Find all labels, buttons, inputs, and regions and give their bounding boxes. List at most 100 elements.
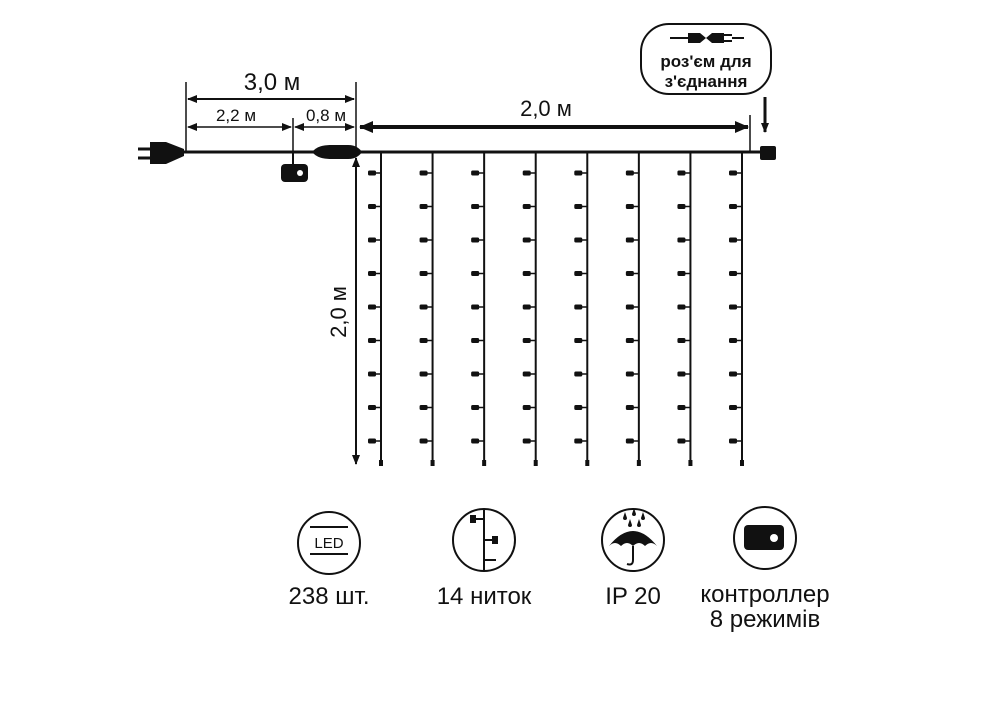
led-bulb — [368, 438, 376, 444]
strand-end-cap — [430, 460, 435, 466]
led-bulb — [419, 271, 428, 276]
led-bulb — [471, 405, 480, 410]
led-bulb — [368, 338, 376, 343]
led-bulb — [522, 204, 531, 209]
led-bulb — [574, 405, 583, 410]
callout-line-2: з'єднання — [665, 72, 748, 91]
feature-controller: контроллер 8 режимів — [700, 506, 830, 633]
led-bulb — [677, 304, 686, 310]
led-bulb — [419, 438, 428, 444]
led-bulb — [677, 338, 686, 343]
connector-callout: роз'єм для з'єднання — [640, 23, 772, 133]
dimension-label-lead-total: 3,0 м — [244, 69, 301, 96]
led-bulb — [522, 271, 531, 276]
strand-end-cap — [740, 460, 744, 466]
led-bulb — [419, 338, 428, 343]
dimension-label-lead-part-1: 2,2 м — [216, 106, 256, 125]
led-bulb — [574, 237, 583, 243]
led-bulb — [522, 338, 531, 343]
umbrella-rain-icon — [609, 508, 657, 566]
feature-led-badge: LED — [314, 535, 343, 552]
led-strands — [368, 152, 744, 466]
led-bulb — [368, 304, 376, 310]
led-bulb — [419, 204, 428, 209]
led-bulb — [625, 271, 634, 276]
feature-ip: IP 20 — [601, 508, 665, 610]
dimension-label-lead-part-2: 0,8 м — [306, 106, 346, 125]
end-connector-icon — [760, 146, 776, 160]
strand-end-cap — [585, 460, 590, 466]
led-bulb — [574, 438, 583, 444]
led-bulb — [471, 371, 480, 377]
led-bulb — [729, 371, 737, 377]
led-bulb — [471, 438, 480, 444]
dimension-curtain-width: 2,0 м — [359, 96, 751, 152]
led-bulb — [419, 304, 428, 310]
led-bulb — [625, 204, 634, 209]
led-bulb — [522, 304, 531, 310]
led-bulb — [471, 204, 480, 209]
led-bulb — [471, 338, 480, 343]
controller-box-icon — [281, 164, 308, 182]
power-lead — [138, 142, 776, 182]
led-bulb — [471, 271, 480, 276]
led-bulb — [677, 170, 686, 176]
dimension-label-curtain-width: 2,0 м — [520, 96, 572, 121]
led-bulb — [625, 338, 634, 343]
led-bulb — [574, 271, 583, 276]
led-bulb — [574, 304, 583, 310]
feature-controller-label-1: контроллер — [700, 581, 829, 608]
dimension-curtain-height: 2,0 м — [326, 157, 360, 465]
led-bulb — [522, 170, 531, 176]
led-bulb — [729, 338, 737, 343]
led-bulb — [471, 304, 480, 310]
led-bulb — [677, 204, 686, 209]
led-bulb — [729, 204, 737, 209]
led-bulb — [677, 405, 686, 410]
strand-end-cap — [379, 460, 383, 466]
feature-led: LED 238 шт. — [289, 511, 370, 610]
led-bulb — [368, 271, 376, 276]
led-bulb — [522, 405, 531, 410]
led-bulb — [729, 170, 737, 176]
led-bulb — [625, 371, 634, 377]
led-bulb — [368, 170, 376, 176]
led-bulb — [625, 438, 634, 444]
led-bulb — [368, 237, 376, 243]
led-bulb — [419, 170, 428, 176]
led-bulb — [368, 204, 376, 209]
led-bulb — [625, 170, 634, 176]
led-bulb — [522, 237, 531, 243]
strand-icon — [470, 509, 498, 571]
feature-led-label: 238 шт. — [289, 583, 370, 610]
strand-end-cap — [636, 460, 641, 466]
led-bulb — [574, 371, 583, 377]
inline-coupler-icon — [312, 145, 362, 159]
led-bulb — [368, 405, 376, 410]
dimension-label-curtain-height: 2,0 м — [326, 286, 351, 338]
led-bulb — [471, 170, 480, 176]
led-bulb — [729, 304, 737, 310]
led-bulb — [522, 438, 531, 444]
led-bulb — [677, 237, 686, 243]
led-bulb — [677, 438, 686, 444]
led-bulb — [522, 371, 531, 377]
led-bulb — [729, 237, 737, 243]
feature-strands-label: 14 ниток — [437, 583, 532, 610]
led-bulb — [625, 405, 634, 410]
led-bulb — [625, 237, 634, 243]
strand-end-cap — [482, 460, 487, 466]
plug-socket-icon — [670, 33, 744, 43]
callout-line-1: роз'єм для — [660, 52, 751, 71]
led-bulb — [729, 271, 737, 276]
feature-strands: 14 ниток — [437, 508, 532, 610]
led-bulb — [419, 405, 428, 410]
led-bulb — [419, 237, 428, 243]
led-bulb — [574, 170, 583, 176]
dimension-lead-total: 3,0 м — [185, 69, 357, 152]
strand-end-cap — [533, 460, 538, 466]
led-bulb — [471, 237, 480, 243]
led-bulb — [677, 271, 686, 276]
controller-icon — [744, 525, 784, 550]
